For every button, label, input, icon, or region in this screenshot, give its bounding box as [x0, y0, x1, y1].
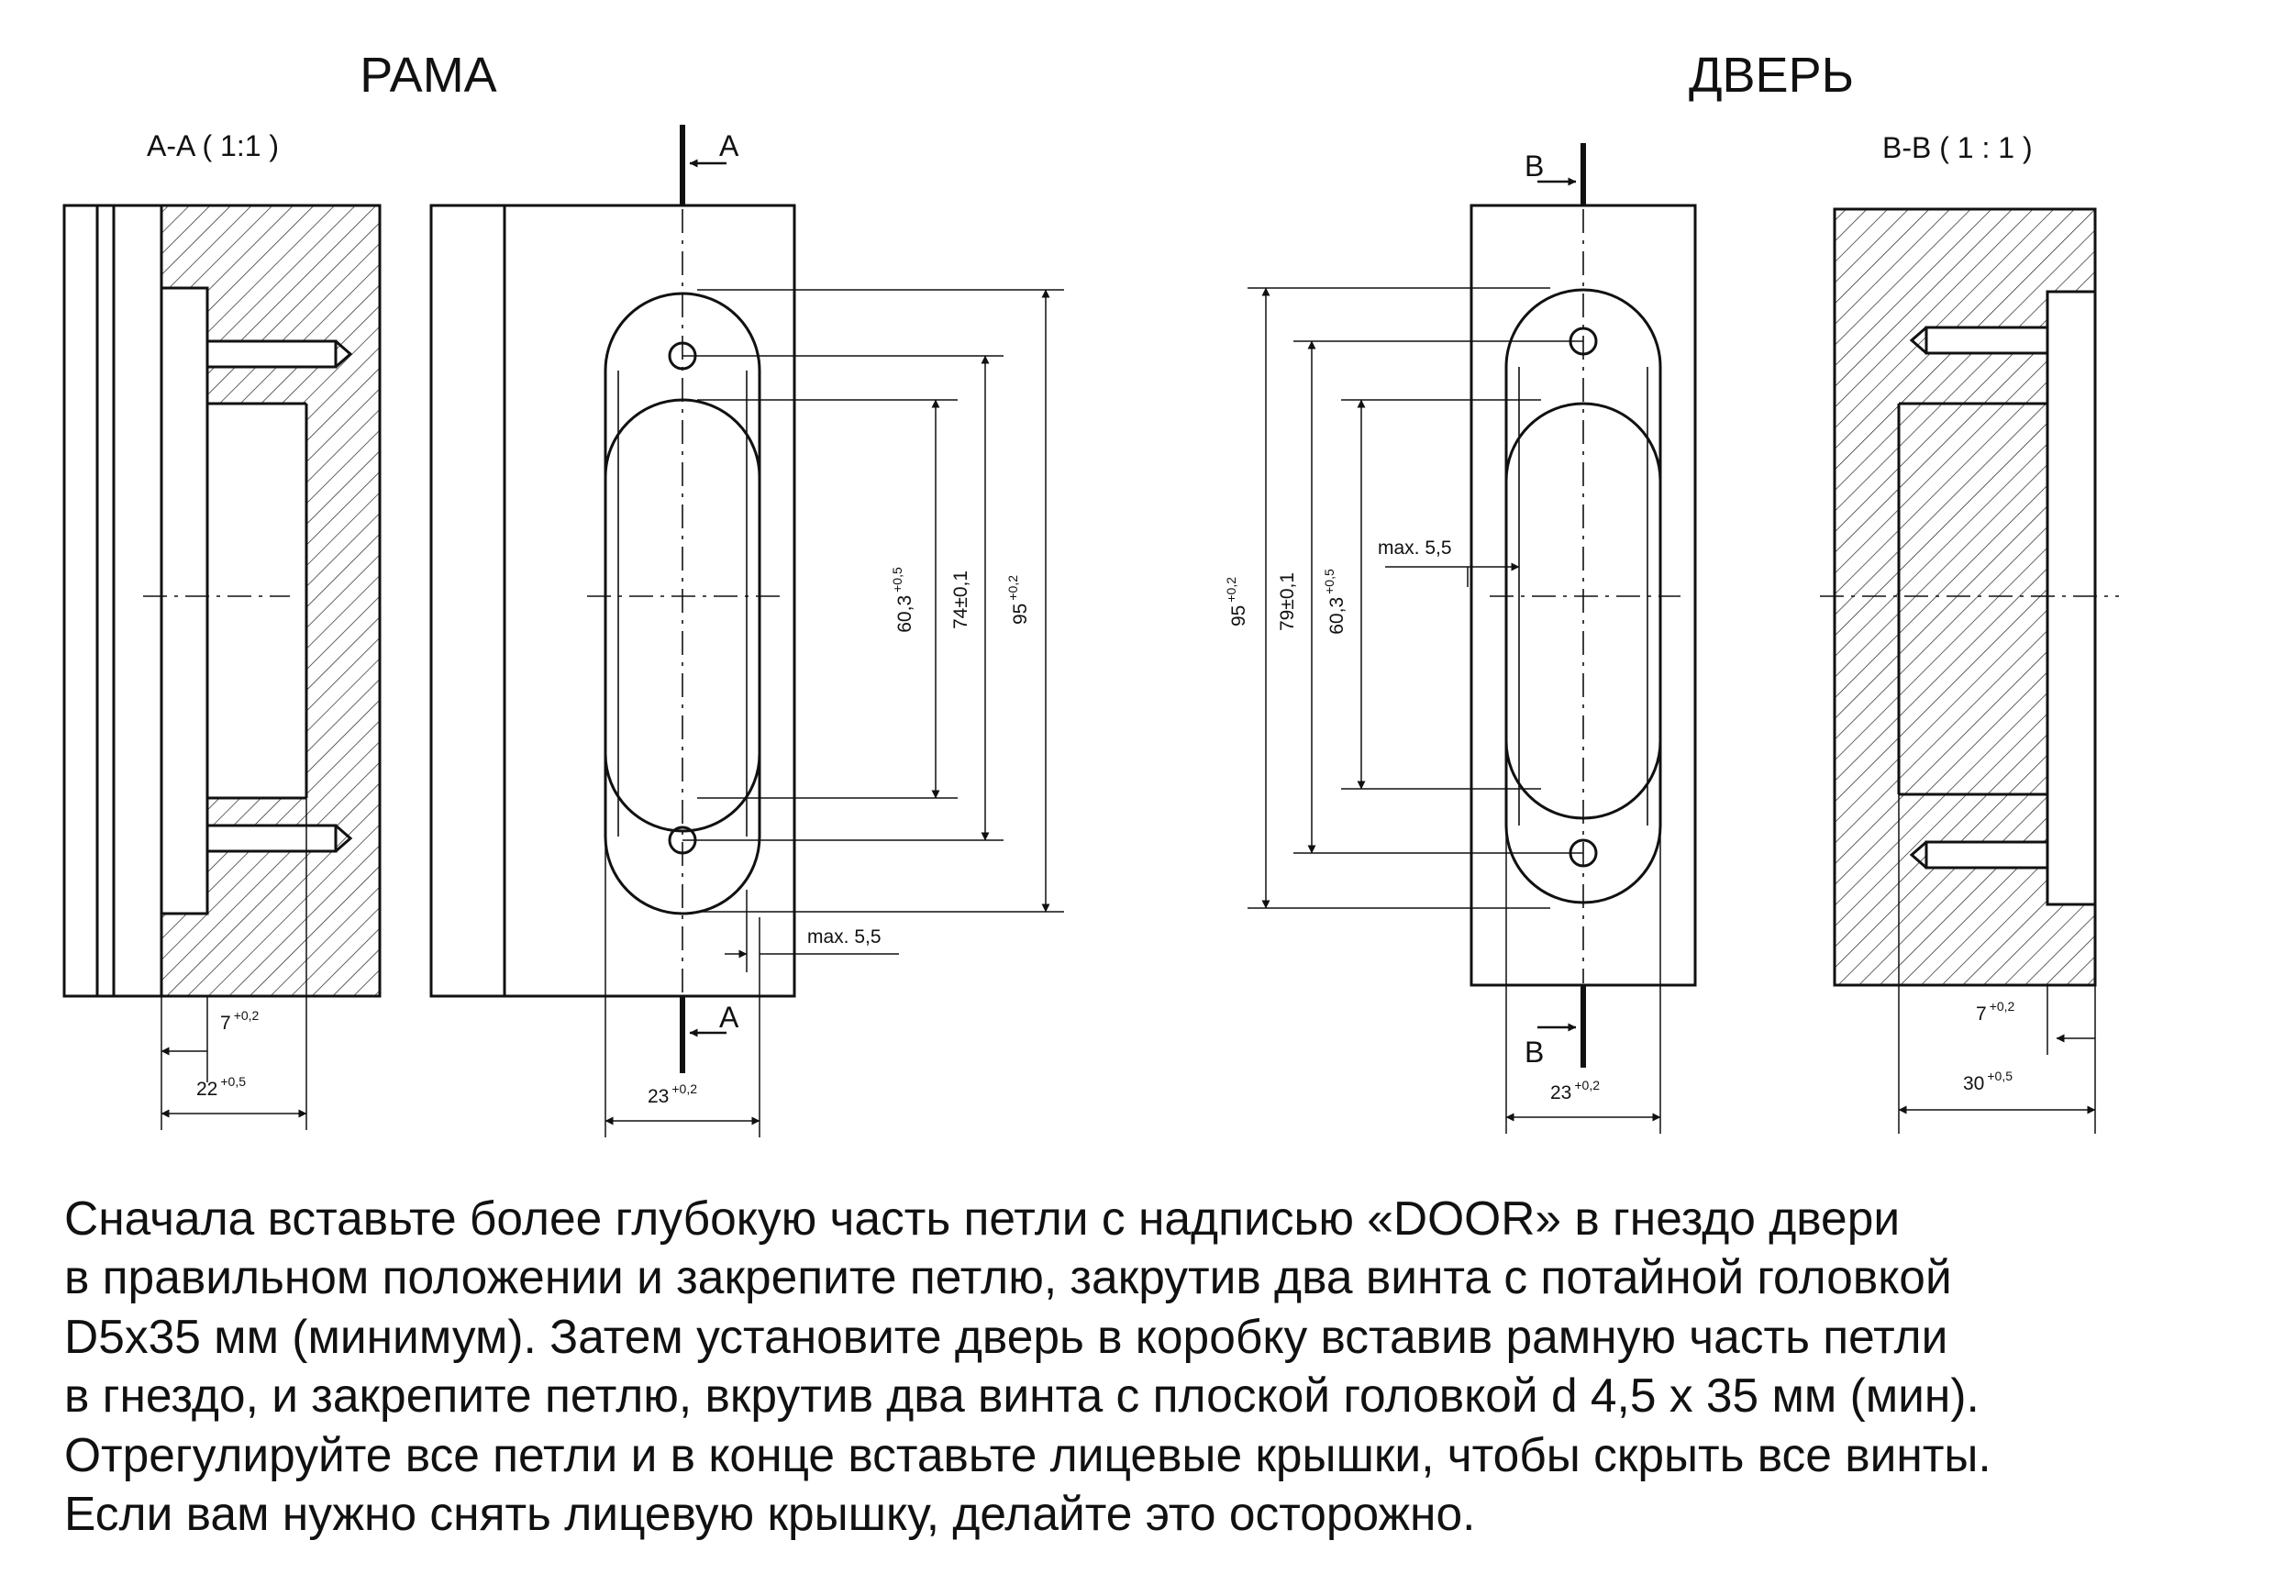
frame-section-cut-marker-bottom: A: [680, 996, 739, 1073]
instruction-line: Если вам нужно снять лицевую крышку, дел…: [64, 1487, 1476, 1541]
frame-front-view: A A 60,3+0,5 74±0,1: [429, 125, 1064, 1137]
instruction-line: в гнездо, и закрепите петлю, вкрутив два…: [64, 1369, 1980, 1423]
door-dim-60-3: 60,3+0,5: [1322, 569, 1348, 635]
instruction-line: в правильном положении и закрепите петлю…: [64, 1250, 1952, 1304]
instruction-line: D5x35 мм (минимум). Затем установите две…: [64, 1309, 1948, 1363]
frame-section-view: A-A ( 1:1 ) 7+0,2: [62, 129, 382, 1130]
frame-section-cut-marker-top: A: [680, 125, 739, 205]
door-heading: ДВЕРЬ: [1689, 48, 1854, 103]
frame-dim-60-3: 60,3+0,5: [890, 567, 915, 633]
door-section-view: B-B ( 1 : 1 ) 7+0,2 30+0,5: [1820, 131, 2119, 1134]
frame-mortise-outline: [604, 292, 761, 915]
frame-section-title: A-A ( 1:1 ): [147, 129, 279, 162]
door-section-cut-marker-bottom: B: [1525, 985, 1586, 1069]
frame-dim-74: 74±0,1: [950, 571, 971, 629]
instruction-line: Отрегулируйте все петли и в конце вставь…: [64, 1427, 1991, 1481]
svg-text:B: B: [1525, 150, 1544, 183]
door-dim-95: 95+0,2: [1224, 577, 1249, 626]
frame-max-depth: max. 5,5: [807, 926, 882, 948]
instruction-line: Сначала вставьте более глубокую часть пе…: [64, 1191, 1901, 1245]
svg-text:A: A: [719, 1001, 739, 1034]
svg-text:A: A: [719, 129, 739, 162]
frame-section-depth-large: 22+0,5: [196, 1074, 246, 1100]
frame-width-dim: 23+0,2: [648, 1081, 697, 1107]
frame-heading: РАМА: [360, 48, 496, 103]
frame-dim-95: 95+0,2: [1005, 575, 1031, 625]
frame-section-depth-small: 7+0,2: [220, 1008, 260, 1034]
door-section-depth-large: 30+0,5: [1963, 1069, 2013, 1094]
installation-instructions: Сначала вставьте более глубокую часть пе…: [64, 1189, 2275, 1543]
door-section-cut-marker-top: B: [1525, 143, 1586, 205]
door-mortise-inner-pocket: [1504, 402, 1662, 820]
door-dim-79: 79±0,1: [1277, 572, 1298, 631]
door-front-view: B B 95+0,2 79±0,1 60,3+0,5: [1224, 143, 1697, 1134]
door-max-depth: max. 5,5: [1378, 538, 1452, 559]
hinge-mortise-drawing: РАМА ДВЕРЬ A-A ( 1:1 ): [62, 48, 2119, 1137]
svg-text:B: B: [1525, 1036, 1544, 1069]
door-width-dim: 23+0,2: [1550, 1078, 1600, 1103]
door-section-title: B-B ( 1 : 1 ): [1882, 131, 2033, 164]
frame-mortise-inner-pocket: [604, 398, 761, 833]
door-section-depth-small: 7+0,2: [1976, 999, 2015, 1025]
